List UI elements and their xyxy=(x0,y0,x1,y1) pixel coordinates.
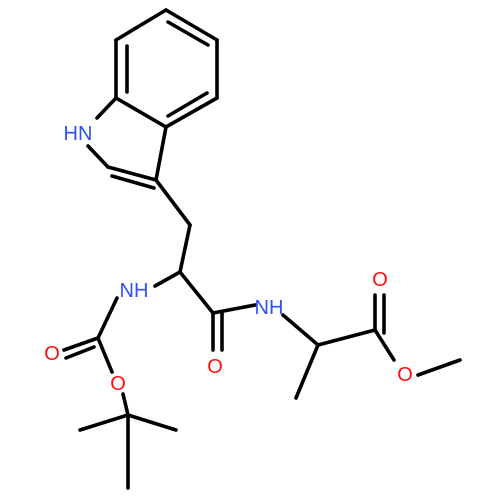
bond xyxy=(166,20,210,47)
bond xyxy=(281,313,320,347)
bond xyxy=(106,165,158,182)
bond xyxy=(178,223,192,274)
amide-o-label: O xyxy=(207,356,223,378)
bond xyxy=(96,336,114,374)
ester-o-label: O xyxy=(397,364,413,386)
benzene-ring xyxy=(114,8,219,129)
bond xyxy=(164,8,219,42)
bond xyxy=(373,328,396,362)
pyrrole-ring xyxy=(86,96,168,190)
bond xyxy=(178,270,215,315)
bond xyxy=(114,8,168,42)
amide-nh-right-label: NH xyxy=(255,297,284,319)
bond xyxy=(316,328,377,347)
bond xyxy=(78,413,130,432)
ester-carbonyl-o-label: O xyxy=(372,269,388,291)
bond xyxy=(416,358,462,377)
bond xyxy=(153,270,182,288)
bond xyxy=(96,296,119,340)
indole-nh-label: HN xyxy=(64,123,93,145)
bond xyxy=(211,303,257,315)
carbamate-ester-o-label: O xyxy=(110,373,126,395)
bond xyxy=(114,96,168,129)
bond xyxy=(121,392,130,417)
bond xyxy=(164,96,219,129)
amide-nh-left-label: NH xyxy=(120,280,149,302)
bond xyxy=(154,178,192,227)
bond xyxy=(62,336,100,352)
bond xyxy=(294,343,320,400)
bond xyxy=(154,125,168,182)
carbamate-carbonyl-o-label: O xyxy=(44,343,60,365)
bond xyxy=(95,96,118,120)
bond xyxy=(126,413,178,432)
bond xyxy=(166,91,209,118)
bond xyxy=(86,144,110,169)
bond xyxy=(64,345,96,360)
bond xyxy=(110,174,156,190)
